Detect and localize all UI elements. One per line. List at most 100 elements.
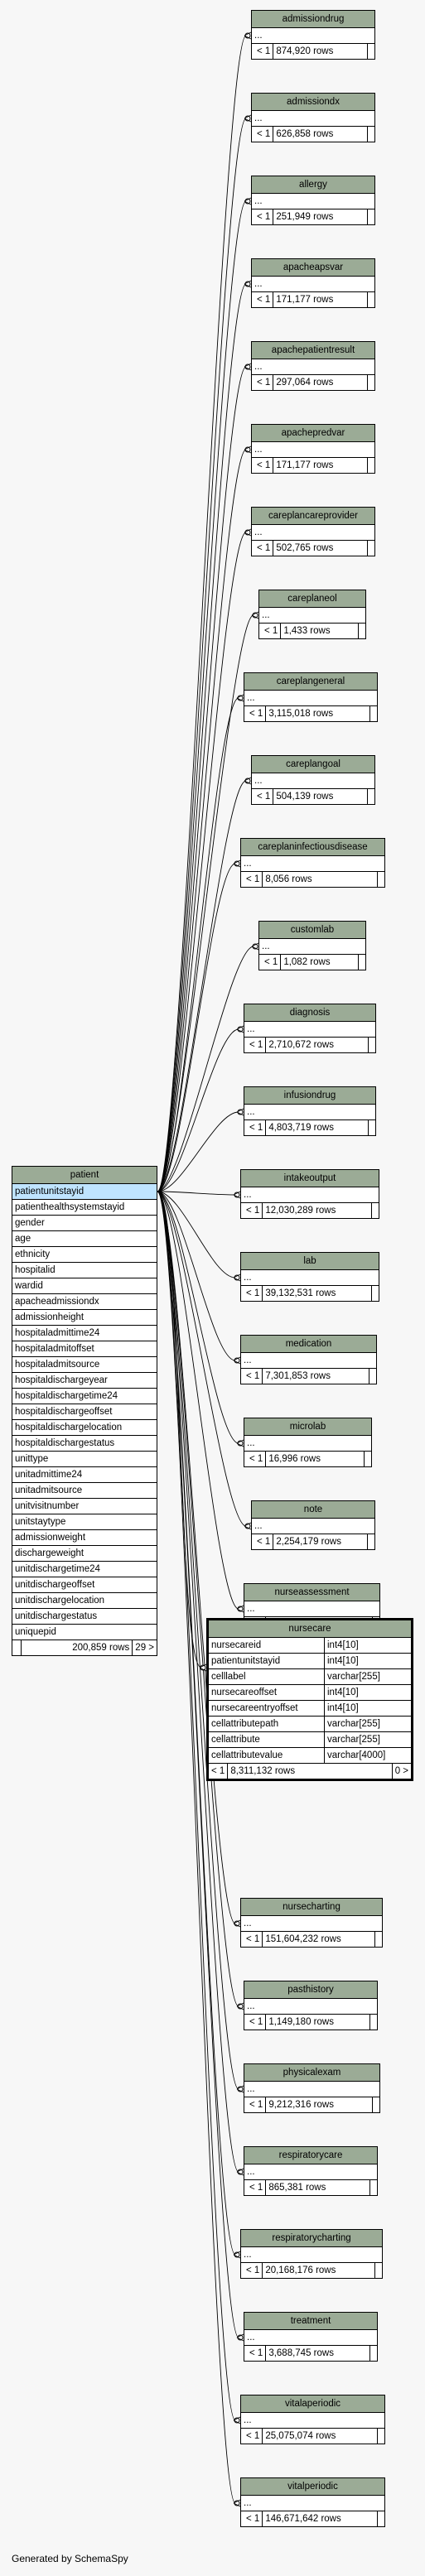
crowfoot-prong bbox=[244, 449, 252, 454]
crowfoot-prong bbox=[233, 1923, 241, 1928]
table-title: diagnosis bbox=[244, 1004, 375, 1022]
crowfoot-prong bbox=[244, 200, 252, 205]
table-title: microlab bbox=[244, 1418, 371, 1436]
crowfoot-prong bbox=[236, 1442, 244, 1447]
table-title: nursecharting bbox=[241, 1899, 382, 1916]
relationship-line bbox=[157, 366, 247, 1192]
children-count bbox=[369, 1038, 375, 1052]
patient-table[interactable]: patient patientunitstayid patienthealths… bbox=[12, 1166, 157, 1656]
collapsed-columns: ... bbox=[241, 2247, 382, 2263]
crowfoot-prong bbox=[236, 2088, 244, 2093]
children-count bbox=[372, 1203, 379, 1218]
table-title: apacheapsvar bbox=[252, 259, 374, 277]
collapsed-columns: ... bbox=[244, 1105, 375, 1120]
children-count bbox=[368, 127, 374, 142]
crowfoot-prong bbox=[236, 2337, 244, 2342]
parents-marker: < 1 bbox=[244, 2511, 263, 2526]
crowfoot-prong bbox=[236, 2002, 244, 2007]
row-count: 12,030,289 rows bbox=[263, 1203, 372, 1218]
crowfoot-prong bbox=[233, 2416, 241, 2421]
crowfoot-prong bbox=[236, 1108, 244, 1113]
column-name: cellattribute bbox=[209, 1732, 325, 1747]
relationship-line bbox=[157, 532, 247, 1192]
collapsed-columns: ... bbox=[252, 359, 374, 375]
parents-marker: < 1 bbox=[254, 375, 274, 390]
relationship-line bbox=[157, 1191, 236, 1924]
parents-marker: < 1 bbox=[254, 458, 274, 473]
table-title: careplaneol bbox=[259, 590, 365, 608]
relationship-line bbox=[157, 35, 247, 1192]
column-name: nursecareoffset bbox=[209, 1685, 325, 1700]
column-name: patientunitstayid bbox=[209, 1654, 325, 1668]
column-type: int4[10] bbox=[327, 1703, 359, 1713]
column-unitadmitsource: unitadmitsource bbox=[12, 1483, 157, 1499]
collapsed-columns: ... bbox=[252, 525, 374, 541]
column-unitdischargestatus: unitdischargestatus bbox=[12, 1609, 157, 1625]
column-age: age bbox=[12, 1231, 157, 1247]
crowfoot-prong bbox=[236, 1111, 244, 1116]
crowfoot-prong bbox=[244, 283, 252, 288]
table-title: careplangoal bbox=[252, 756, 374, 773]
parents-marker: < 1 bbox=[254, 541, 274, 556]
crowfoot-prong bbox=[244, 528, 252, 533]
children-count: 0 > bbox=[394, 1766, 408, 1776]
row-count: 3,115,018 rows bbox=[266, 706, 370, 721]
column-name: cellattributevalue bbox=[209, 1748, 325, 1763]
column-dischargeweight: dischargeweight bbox=[12, 1546, 157, 1562]
crowfoot-prong bbox=[233, 2499, 241, 2504]
crowfoot-prong bbox=[233, 1194, 241, 1199]
crowfoot-prong bbox=[244, 118, 252, 123]
children-count bbox=[368, 375, 374, 390]
column-hospitaladmitsource: hospitaladmitsource bbox=[12, 1357, 157, 1373]
children-count bbox=[378, 2429, 384, 2444]
relationship-line bbox=[157, 863, 236, 1192]
crowfoot-prong bbox=[236, 2085, 244, 2090]
table-title: physicalexam bbox=[244, 2064, 379, 2082]
relationship-line bbox=[157, 1191, 239, 1610]
parents-marker: < 1 bbox=[247, 706, 267, 721]
column-apacheadmissiondx: apacheadmissiondx bbox=[12, 1294, 157, 1310]
row-count: 2,254,179 rows bbox=[273, 1534, 368, 1549]
crowfoot-prong bbox=[236, 694, 244, 699]
collapsed-columns: ... bbox=[259, 608, 365, 624]
column-type: int4[10] bbox=[327, 1688, 359, 1697]
table-title: nurseassessment bbox=[244, 1584, 379, 1601]
crowfoot-prong bbox=[244, 445, 252, 450]
